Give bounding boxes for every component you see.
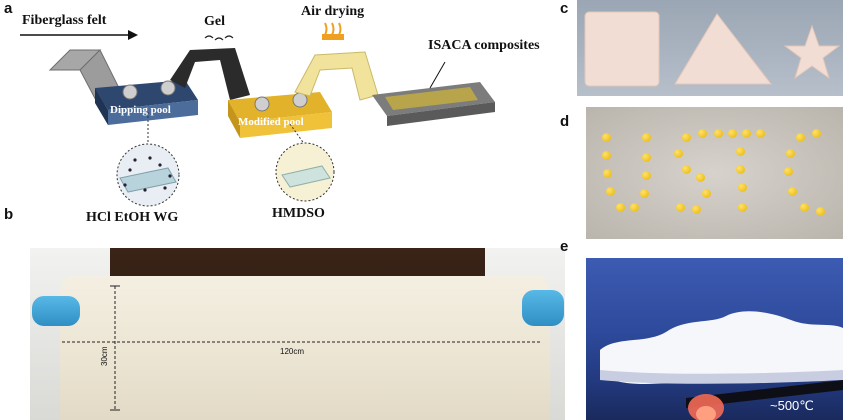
gel-sheet <box>170 48 250 100</box>
felt-sample <box>600 311 843 384</box>
modified-sheet <box>281 165 331 188</box>
droplet <box>702 189 711 198</box>
panel-letter-c: c <box>560 0 569 17</box>
dried-sheet <box>294 51 379 101</box>
panel-letter-a: a <box>4 0 13 17</box>
label-reagents: HCl EtOH WG <box>86 210 179 225</box>
label-fiberglass-felt: Fiberglass felt <box>22 13 107 28</box>
droplet <box>696 173 705 182</box>
panel-letter-b: b <box>4 206 14 223</box>
flame-test-svg <box>600 311 843 420</box>
modified-pool <box>240 112 332 138</box>
roller <box>122 84 138 100</box>
droplet <box>698 129 707 138</box>
star-sample <box>783 24 841 80</box>
glove-left <box>32 296 80 326</box>
process-schematic: a Fiberglass felt Gel Air drying ISACA c… <box>0 0 565 232</box>
square-sample <box>584 11 660 87</box>
droplet <box>784 167 793 176</box>
droplet <box>640 189 649 198</box>
dipping-pool <box>108 100 198 125</box>
droplet <box>603 169 612 178</box>
triangle-sample <box>674 13 773 85</box>
dipping-pool-left <box>95 88 108 125</box>
label-hmdso: HMDSO <box>272 206 325 221</box>
panel-letter-e: e <box>560 238 569 255</box>
droplet <box>788 187 797 196</box>
modified-pool-left <box>228 100 240 138</box>
felt-shadow <box>600 370 843 384</box>
label-modified-pool: Modified pool <box>238 116 304 128</box>
leader-line <box>289 123 306 146</box>
droplet <box>812 129 821 138</box>
shapes-photo <box>577 0 843 96</box>
shapes-svg <box>584 11 841 87</box>
droplet <box>738 203 747 212</box>
droplet <box>602 133 611 142</box>
droplet <box>616 203 625 212</box>
droplet <box>786 149 795 158</box>
droplet <box>682 133 691 142</box>
felt-sheet <box>60 276 550 420</box>
roller <box>160 80 176 96</box>
length-label: 120cm <box>280 347 305 356</box>
droplet <box>742 129 751 138</box>
droplet <box>714 129 723 138</box>
panel-letter-d: d <box>560 113 570 130</box>
droplet <box>756 129 765 138</box>
isaca-product <box>385 87 478 110</box>
droplet <box>642 133 651 142</box>
heater-icon <box>322 34 344 40</box>
droplet <box>606 187 615 196</box>
heat-icon <box>324 22 342 36</box>
dimension-lines <box>62 285 542 411</box>
label-air-drying: Air drying <box>301 4 365 19</box>
droplet <box>728 129 737 138</box>
droplet <box>676 203 685 212</box>
isaca-pointer <box>429 61 446 89</box>
flame-core <box>696 406 716 420</box>
droplet <box>816 207 825 216</box>
label-isaca: ISACA composites <box>428 38 540 53</box>
droplet <box>630 203 639 212</box>
roller <box>254 96 270 112</box>
droplet <box>682 165 691 174</box>
large-felt-photo: 120cm 30cm <box>30 248 565 420</box>
droplet <box>736 165 745 174</box>
flame-test-photo: ~500℃ <box>586 258 843 420</box>
gel-drips-icon <box>204 35 234 41</box>
droplet <box>796 133 805 142</box>
droplet <box>602 151 611 160</box>
feed-arrow-head <box>128 30 138 40</box>
label-dipping-pool: Dipping pool <box>110 104 171 116</box>
droplet <box>800 203 809 212</box>
width-label: 30cm <box>100 346 109 366</box>
process-diagram-svg <box>20 22 495 207</box>
droplet <box>642 153 651 162</box>
rail-side <box>387 102 495 126</box>
droplet <box>642 171 651 180</box>
droplet <box>736 147 745 156</box>
droplet <box>738 183 747 192</box>
impregnated-sheet <box>119 167 177 193</box>
droplets-photo <box>586 107 843 239</box>
droplet <box>692 205 701 214</box>
droplet <box>674 149 683 158</box>
glove-right <box>522 290 564 326</box>
temperature-label: ~500℃ <box>770 398 814 413</box>
holder-bar <box>686 380 843 408</box>
label-gel: Gel <box>204 14 225 29</box>
